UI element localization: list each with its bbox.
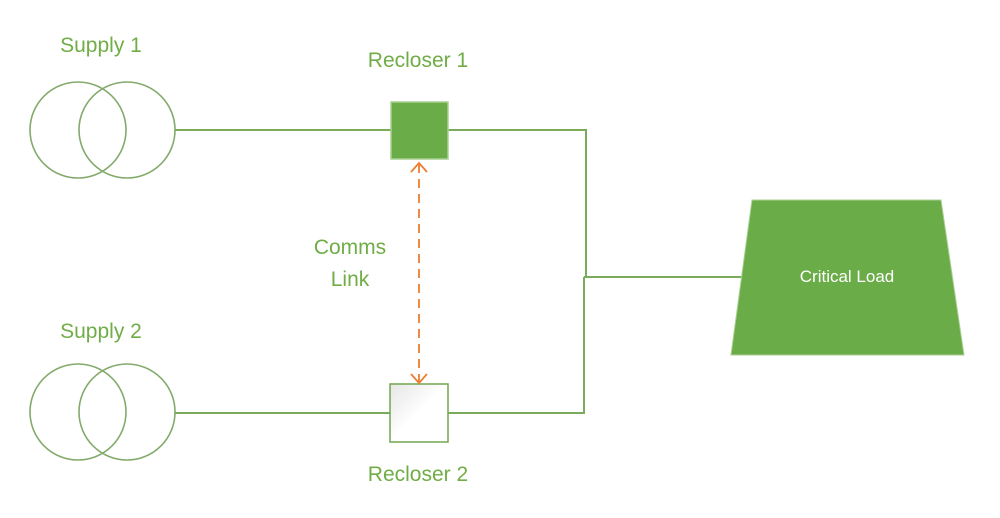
comms-link-label-line1: Comms [314,236,386,259]
supply-2-label: Supply 2 [60,320,142,343]
arrowhead-down-icon [410,373,428,385]
comms-link-label-line2: Link [331,268,370,291]
recloser-2-label: Recloser 2 [368,463,468,486]
recloser-1-label: Recloser 1 [368,49,468,72]
critical-load-shape[interactable] [730,199,965,356]
recloser-1-closed[interactable] [390,101,449,160]
recloser-2-open[interactable] [389,383,449,443]
arrowhead-up-icon [410,161,428,173]
critical-load-label: Critical Load [800,267,895,286]
supply-2-transformer-icon[interactable] [29,363,176,461]
supply-1-label: Supply 1 [60,34,142,57]
comms-link-arrow [410,161,428,385]
feeder-2-line-b [448,277,585,414]
supply-1-transformer-icon[interactable] [29,81,176,179]
feeder-1-line-b [448,129,587,277]
